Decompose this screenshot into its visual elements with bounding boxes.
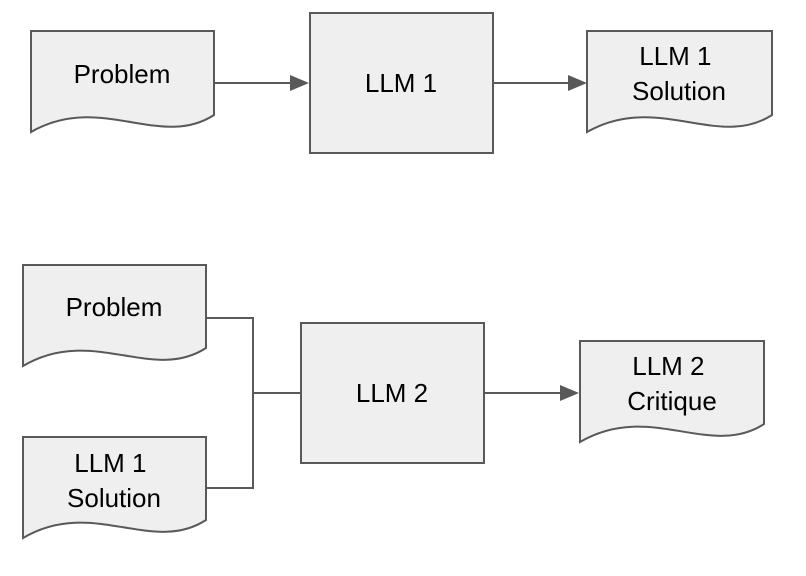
document-label: LLM 2 Critique bbox=[627, 351, 717, 416]
document-label: LLM 1 Solution bbox=[632, 41, 726, 106]
document-shape bbox=[30, 30, 215, 134]
bottom-solution-document: LLM 1 Solution bbox=[22, 436, 207, 540]
merge-bracket bbox=[206, 317, 254, 489]
document-label: Problem bbox=[66, 292, 163, 322]
document-shape bbox=[22, 264, 207, 368]
bottom-flow: Problem LLM 1 Solution LLM 2 bbox=[22, 264, 765, 540]
document-shape bbox=[22, 436, 207, 540]
top-llm-process: LLM 1 bbox=[309, 12, 494, 154]
top-arrow-llm-to-output bbox=[493, 75, 587, 91]
bottom-problem-document: Problem bbox=[22, 264, 207, 368]
bottom-llm-process: LLM 2 bbox=[300, 322, 485, 464]
arrowhead bbox=[568, 75, 587, 91]
bottom-arrow-llm-to-output bbox=[484, 385, 579, 401]
arrowhead bbox=[560, 385, 579, 401]
top-problem-document: Problem bbox=[30, 30, 215, 134]
document-label: LLM 1 Solution bbox=[67, 448, 161, 513]
document-label: Problem bbox=[74, 59, 171, 89]
process-label: LLM 1 bbox=[365, 68, 437, 98]
process-box bbox=[309, 12, 494, 154]
bottom-output-document: LLM 2 Critique bbox=[579, 340, 765, 444]
arrowhead bbox=[290, 75, 309, 91]
top-flow: Problem LLM 1 LLM 1 Solution bbox=[30, 12, 773, 154]
bottom-merge-connector bbox=[206, 317, 301, 489]
document-shape bbox=[586, 30, 773, 134]
document-shape bbox=[579, 340, 765, 444]
top-output-document: LLM 1 Solution bbox=[586, 30, 773, 134]
process-label: LLM 2 bbox=[356, 378, 428, 408]
top-arrow-problem-to-llm bbox=[214, 75, 309, 91]
